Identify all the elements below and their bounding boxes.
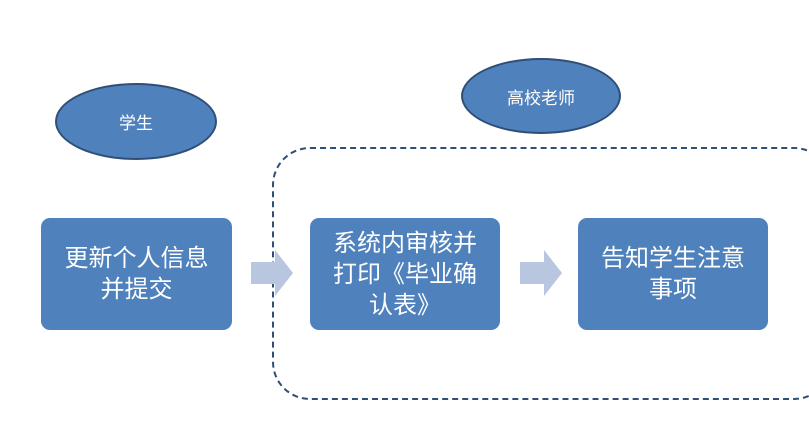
role-teacher-ellipse: 高校老师 xyxy=(461,58,621,134)
step-notify-student-label: 告知学生注意 事项 xyxy=(601,244,745,303)
step-update-info-box: 更新个人信息 并提交 xyxy=(41,218,232,330)
flow-arrow-2-icon xyxy=(520,250,562,296)
step-update-info-label: 更新个人信息 并提交 xyxy=(64,244,209,303)
role-student-ellipse: 学生 xyxy=(55,83,217,160)
step-notify-student-box: 告知学生注意 事项 xyxy=(578,218,768,330)
role-student-label: 学生 xyxy=(119,114,153,134)
step-review-print-label: 系统内审核并 打印《毕业确 认表》 xyxy=(333,228,477,319)
flow-arrow-1-icon xyxy=(251,250,293,296)
step-review-print-box: 系统内审核并 打印《毕业确 认表》 xyxy=(310,218,500,330)
role-teacher-label: 高校老师 xyxy=(507,88,575,109)
